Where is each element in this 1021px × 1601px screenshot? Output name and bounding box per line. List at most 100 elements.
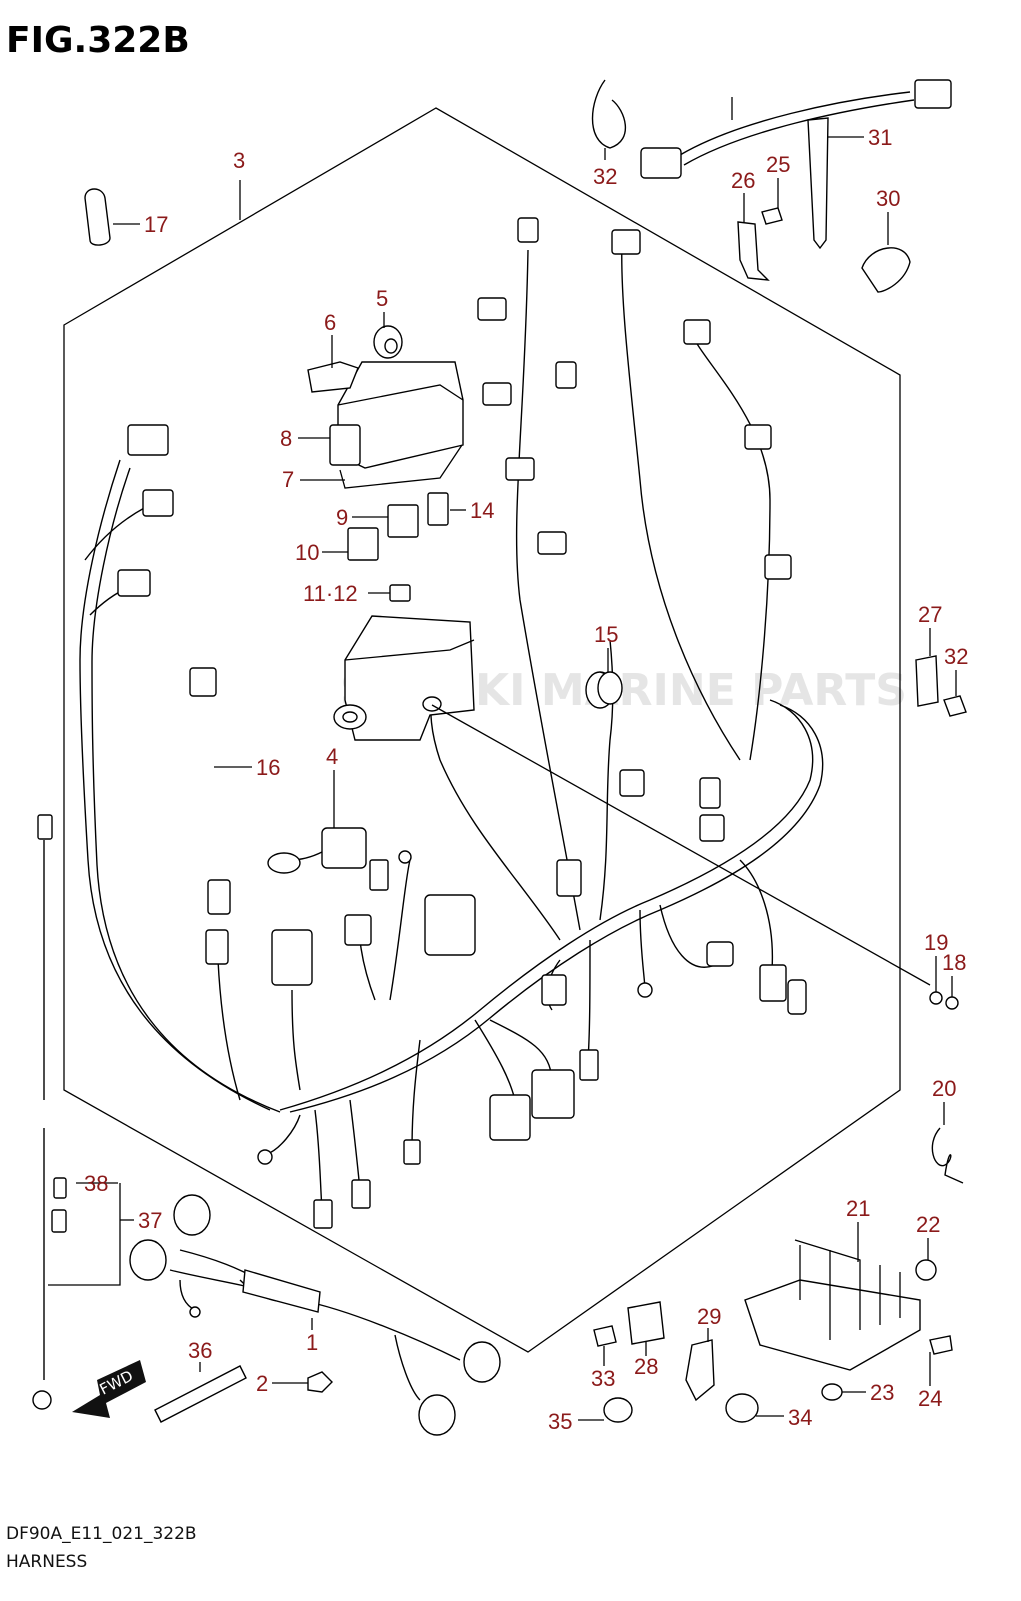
holder-20 xyxy=(744,1239,921,1371)
callout-36: 36 xyxy=(188,1338,212,1363)
fuse-box-cover xyxy=(307,325,464,489)
connector-block xyxy=(611,229,641,255)
connector-block xyxy=(344,914,372,946)
connector-block xyxy=(477,297,507,321)
grommet-22 xyxy=(821,1383,843,1401)
callout-14: 15 xyxy=(594,622,618,647)
connector-block xyxy=(541,974,567,1006)
callout-6: 6 xyxy=(324,310,336,335)
connector-block xyxy=(505,457,535,481)
callout-17: 18 xyxy=(942,950,966,975)
callout-26: 27 xyxy=(918,602,942,627)
relays xyxy=(347,492,449,602)
connector-block xyxy=(189,667,217,697)
wire-35 xyxy=(640,79,952,179)
connector-block xyxy=(555,361,577,389)
callout-8: 8 xyxy=(280,426,292,451)
connector-block xyxy=(313,1199,333,1229)
callout-30: 31 xyxy=(868,125,892,150)
clamp-33 xyxy=(725,1393,759,1423)
bolt-23 xyxy=(929,1335,953,1355)
callout-15: 16 xyxy=(256,755,280,780)
leader-line xyxy=(431,704,931,986)
nut-17 xyxy=(945,996,959,1010)
connector-block xyxy=(403,1139,421,1165)
callout-5: 5 xyxy=(376,286,388,311)
plate-27 xyxy=(627,1301,665,1345)
callout-34: 35 xyxy=(548,1409,572,1434)
tie-30 xyxy=(807,117,829,250)
callout-1: 1 xyxy=(306,1330,318,1355)
connector-block xyxy=(424,894,476,956)
callout-32-lower: 33 xyxy=(591,1366,615,1391)
connector-block xyxy=(271,929,313,986)
clamp-34 xyxy=(603,1397,633,1423)
caption: HARNESS xyxy=(6,1552,88,1572)
callout-11-12: 11·12 xyxy=(303,581,358,606)
nut-2 xyxy=(307,1371,333,1393)
connector-block xyxy=(117,569,151,597)
harness-connectors xyxy=(117,217,807,1229)
callout-19: 20 xyxy=(932,1076,956,1101)
callout-2: 2 xyxy=(256,1371,268,1396)
clamp-29 xyxy=(861,247,911,293)
cable-37 xyxy=(32,814,67,1410)
connector-block xyxy=(759,964,787,1002)
bracket-25 xyxy=(737,221,770,281)
connector-block xyxy=(699,814,725,842)
connector-block xyxy=(127,424,169,456)
callout-29: 30 xyxy=(876,186,900,211)
callout-21: 22 xyxy=(916,1212,940,1237)
grommet-14 xyxy=(585,671,623,709)
callout-31: 32 xyxy=(593,164,617,189)
connector-block xyxy=(205,929,229,965)
connector-block xyxy=(517,217,539,243)
connector-block xyxy=(369,859,389,891)
callout-16: 17 xyxy=(144,212,168,237)
connector-block xyxy=(351,1179,371,1209)
drawing-code: DF90A_E11_021_322B xyxy=(6,1524,197,1544)
cap-16 xyxy=(84,188,111,246)
clip-19 xyxy=(931,1127,964,1184)
callout-22: 23 xyxy=(870,1380,894,1405)
connector-block xyxy=(537,531,567,555)
bracket-28 xyxy=(685,1339,715,1402)
connector-block xyxy=(207,879,231,915)
leader-lines xyxy=(48,97,957,1421)
ring-terminal xyxy=(257,1149,273,1165)
connector-block xyxy=(482,382,512,406)
washer-18 xyxy=(929,991,943,1005)
connector-block xyxy=(706,941,734,967)
callout-32-upper: 32 xyxy=(944,644,968,669)
relay-4 xyxy=(267,827,367,874)
callout-23: 24 xyxy=(918,1386,942,1411)
connector-block xyxy=(579,1049,599,1081)
assembly-boundary xyxy=(63,107,901,1353)
callout-7: 7 xyxy=(282,467,294,492)
fwd-arrow: FWD xyxy=(72,1360,146,1418)
clip-31 xyxy=(591,79,627,149)
tube-36 xyxy=(154,1365,247,1423)
connector-block xyxy=(556,859,582,897)
ring-terminal xyxy=(398,850,412,864)
connector-block xyxy=(787,979,807,1015)
bolt-32-lower xyxy=(593,1325,617,1347)
callout-28: 29 xyxy=(697,1304,721,1329)
connector-block xyxy=(744,424,772,450)
ring-terminal xyxy=(637,982,653,998)
bolt-32-upper xyxy=(943,695,967,717)
callout-38: 38 xyxy=(84,1171,108,1196)
nut-21 xyxy=(915,1259,937,1281)
connector-block xyxy=(619,769,645,797)
callout-10: 10 xyxy=(295,540,319,565)
connector-block xyxy=(142,489,174,517)
connector-block xyxy=(531,1069,575,1119)
bracket-26 xyxy=(915,655,939,707)
callout-25: 26 xyxy=(731,168,755,193)
connector-block xyxy=(699,777,721,809)
callout-4: 4 xyxy=(326,744,338,769)
callout-33: 34 xyxy=(788,1405,812,1430)
callout-27: 28 xyxy=(634,1354,658,1379)
callout-18: 19 xyxy=(924,930,948,955)
